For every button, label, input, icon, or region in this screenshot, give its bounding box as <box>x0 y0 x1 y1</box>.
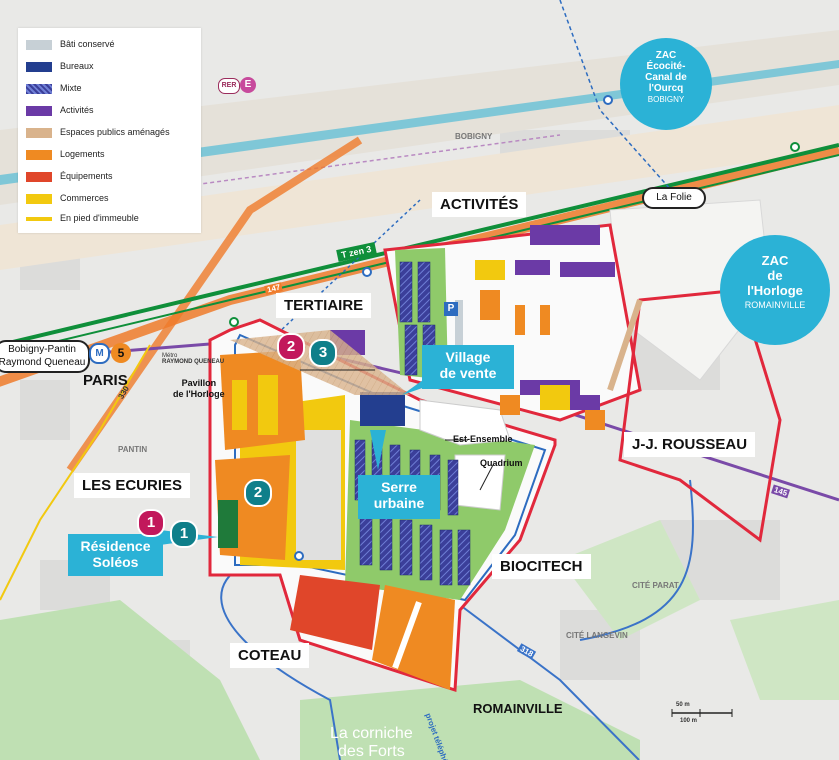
legend-item: Commerces <box>26 192 109 204</box>
legend-item: En pied d'immeuble <box>26 212 139 224</box>
legend-item: Espaces publics aménagés <box>26 126 170 138</box>
zac-horloge-badge[interactable]: ZAC de l'Horloge ROMAINVILLE <box>720 235 830 345</box>
scale-label-50m: 50 m <box>676 702 690 708</box>
pin-marker[interactable]: 2 <box>244 479 272 507</box>
label-cite-parat: CITÉ PARAT <box>632 581 679 590</box>
legend-item: Activités <box>26 104 94 116</box>
pin-marker[interactable]: 1 <box>137 509 165 537</box>
zone-label-jj-rousseau: J-J. ROUSSEAU <box>624 432 756 457</box>
label-quadrium: Quadrium <box>480 458 523 468</box>
park-area <box>0 600 260 760</box>
area-label-pantin: PANTIN <box>118 445 148 454</box>
zone-label-les-ecuries: LES ECURIES <box>74 473 191 498</box>
area-label-romainville: ROMAINVILLE <box>473 701 563 716</box>
legend-item: Bureaux <box>26 60 94 72</box>
rer-e-icon: E <box>240 77 256 93</box>
pin-marker[interactable]: 3 <box>309 339 337 367</box>
zone-label-coteau: COTEAU <box>230 643 310 668</box>
station-la-folie[interactable]: La Folie <box>642 187 706 209</box>
scale-label-100m: 100 m <box>680 718 698 724</box>
area-label-paris: PARIS <box>83 372 128 389</box>
metro-icon: M <box>89 343 110 364</box>
metro-line-5-icon: 5 <box>111 343 131 363</box>
legend-item: Logements <box>26 148 105 160</box>
pin-marker[interactable]: 1 <box>170 520 198 548</box>
legend-item: Mixte <box>26 82 82 94</box>
zone-label-tertiaire: TERTIAIRE <box>276 293 372 318</box>
legend-item: Équipements <box>26 170 113 182</box>
area-label-bobigny: BOBIGNY <box>455 132 493 141</box>
rer-icon: RER <box>218 78 240 94</box>
zone-label-biocitech: BIOCITECH <box>492 554 591 579</box>
map-legend: Bâti conservé Bureaux Mixte Activités Es… <box>18 28 201 233</box>
zac-ourcq-badge[interactable]: ZAC Écocité- Canal de l'Ourcq BOBIGNY <box>620 38 712 130</box>
legend-item: Bâti conservé <box>26 38 115 50</box>
label-est-ensemble: Est-Ensemble <box>453 434 513 444</box>
label-cite-langevin: CITÉ LANGEVIN <box>566 631 628 640</box>
zone-label-activites: ACTIVITÉS <box>432 192 527 217</box>
pin-marker[interactable]: 2 <box>277 333 305 361</box>
parking-icon: P <box>444 302 458 316</box>
